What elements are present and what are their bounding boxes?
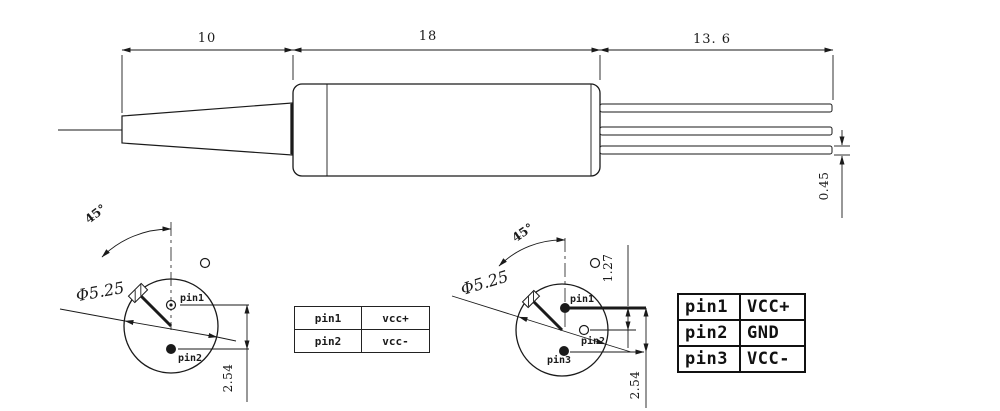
- pitch-small-dimension: [590, 245, 636, 348]
- lead-pins: [599, 103, 833, 155]
- pitch-label: 2.54: [628, 371, 642, 400]
- pin-cell: pin3: [677, 345, 741, 373]
- signal-cell: vcc-: [361, 329, 430, 353]
- left-end-view: 45° Φ5.25 pin1 pin2: [59, 201, 250, 402]
- table-row: pin1 vcc+: [294, 306, 430, 330]
- pin-cell: pin1: [677, 293, 741, 321]
- pin3-label: pin3: [547, 354, 571, 366]
- pin1-center-dot: [169, 303, 173, 307]
- pin2-label: pin2: [581, 335, 605, 347]
- pitch-small-label: 1.27: [601, 254, 615, 283]
- pin-thickness-dimension: [834, 130, 850, 218]
- dim-body-length: 18: [419, 29, 438, 44]
- angle-label: 45°: [82, 201, 109, 226]
- diameter-label: Φ5.25: [74, 278, 125, 305]
- pitch-dimension: [178, 304, 250, 402]
- key-notch: [521, 289, 541, 309]
- pin-table-2: pin1 vcc+ pin2 vcc-: [294, 306, 430, 353]
- package-outline-circle: [123, 278, 219, 374]
- signal-cell: vcc+: [361, 306, 430, 330]
- angle-dimension-arc: [101, 226, 172, 258]
- pin-cell: pin2: [677, 319, 741, 347]
- diameter-label: Φ5.25: [458, 267, 510, 299]
- side-view: 10 18 13. 6 0.45: [58, 29, 850, 218]
- dim-pin-length: 13. 6: [693, 32, 731, 47]
- diameter-dimension: [451, 295, 632, 353]
- signal-cell: GND: [739, 319, 806, 347]
- nose-cone: [121, 102, 293, 156]
- table-row: pin3 VCC-: [677, 345, 806, 373]
- table-row: pin2 GND: [677, 319, 806, 347]
- pin1-label: pin1: [570, 293, 594, 305]
- signal-cell: VCC+: [739, 293, 806, 321]
- pin-table-3: pin1 VCC+ pin2 GND pin3 VCC-: [677, 293, 806, 373]
- module-body: [292, 83, 601, 177]
- table-row: pin2 vcc-: [294, 329, 430, 353]
- dim-pin-thickness: 0.45: [817, 172, 831, 201]
- pin2-marker: [578, 324, 590, 336]
- angle-label: 45°: [509, 220, 536, 244]
- pin-cell: pin1: [294, 306, 362, 330]
- key-notch: [127, 282, 149, 304]
- pin3-marker: [559, 346, 569, 356]
- pitch-dimension: [570, 307, 649, 408]
- right-end-view: 45° Φ5.25 pin1 pin2 pin3: [451, 220, 649, 408]
- table-row: pin1 VCC+: [677, 293, 806, 321]
- pin2-label: pin2: [178, 352, 202, 364]
- signal-cell: VCC-: [739, 345, 806, 373]
- angle-dimension-arc: [498, 237, 566, 267]
- diameter-dimension: [59, 308, 237, 342]
- index-mark-circle: [199, 257, 211, 269]
- pin1-label: pin1: [180, 292, 204, 304]
- pin-cell: pin2: [294, 329, 362, 353]
- index-mark-circle: [589, 257, 601, 269]
- dim-nose-length: 10: [198, 31, 217, 46]
- extension-lines: [121, 55, 834, 113]
- pin2-marker: [166, 344, 176, 354]
- pitch-label: 2.54: [221, 364, 235, 393]
